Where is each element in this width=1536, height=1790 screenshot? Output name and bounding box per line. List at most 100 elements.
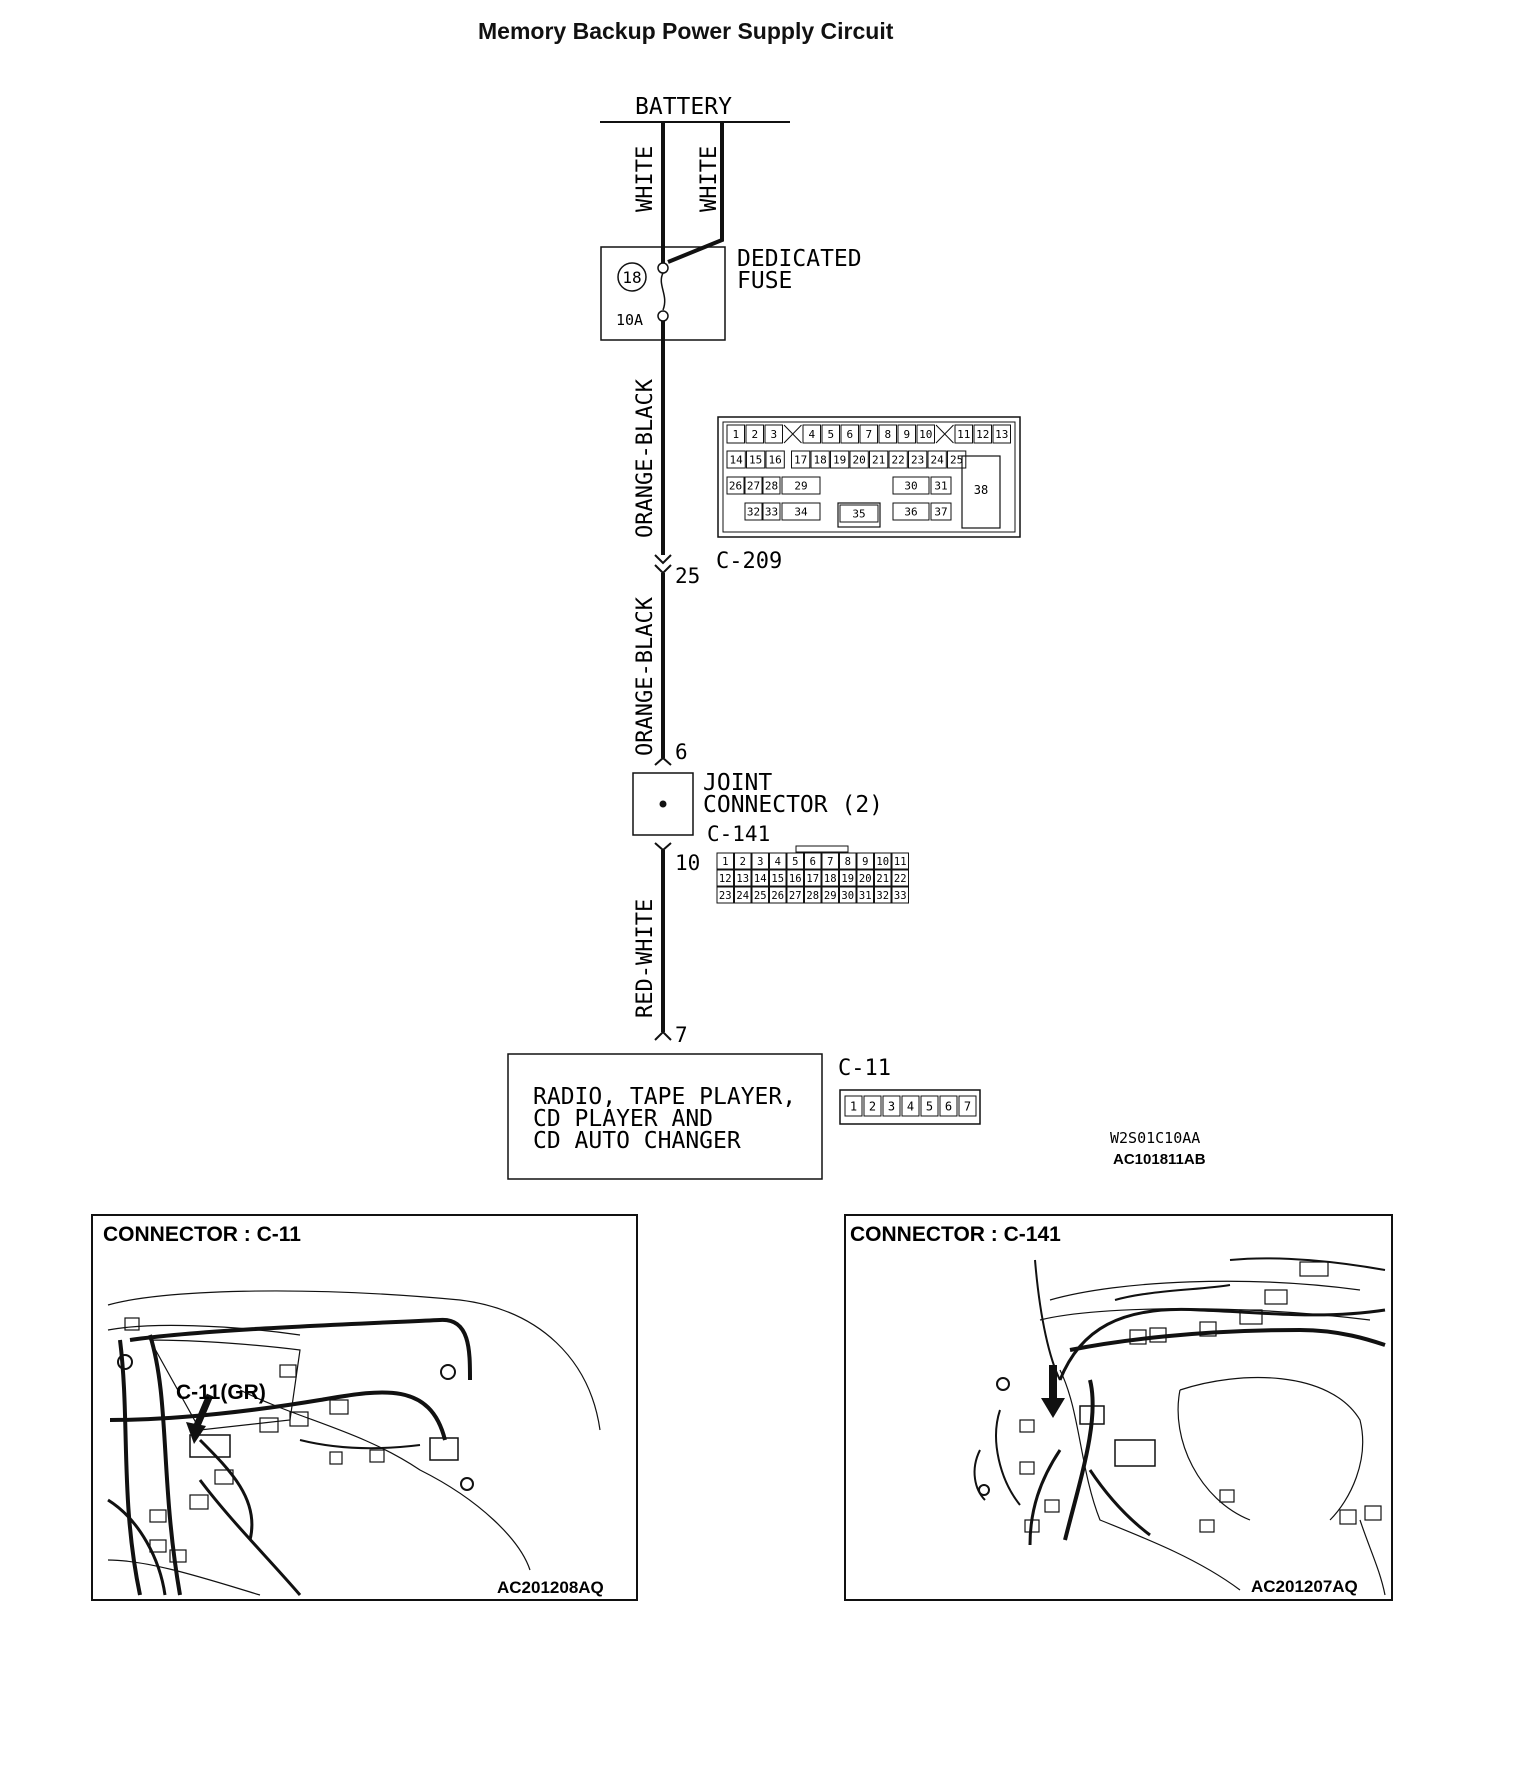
c209-big-pin: 38	[974, 483, 988, 497]
c141-pin-14-box	[751, 869, 769, 887]
joint-pin-out: 10	[675, 851, 700, 875]
c11-name: C-11	[838, 1056, 891, 1081]
c141-pin-19-box	[839, 869, 857, 887]
c141-pin-23-box	[716, 886, 734, 904]
fuse-label-line1: DEDICATED	[737, 246, 862, 272]
joint-node	[659, 800, 667, 808]
c209-pin-37-box	[930, 502, 952, 521]
c209-pin-28: 28	[765, 479, 778, 492]
c11-pin-6: 6	[945, 1099, 952, 1113]
c11-pin-1-box	[844, 1095, 863, 1117]
c209-pin-27-box	[744, 476, 763, 495]
c141-pin-5: 5	[792, 856, 798, 868]
c209-pin-35: 35	[852, 507, 865, 520]
c141-pin-25-box	[751, 886, 769, 904]
c209-pin-27: 27	[747, 479, 760, 492]
panel-c141-title: CONNECTOR : C-141	[850, 1223, 1061, 1246]
c11-callout-arrow	[192, 1393, 214, 1430]
panel-c11-code: AC201208AQ	[497, 1578, 604, 1597]
c141-pin-33-box	[891, 886, 909, 904]
c209-pin-26: 26	[729, 479, 742, 492]
joint-chevron-in	[654, 756, 672, 766]
c209-pin-31-box	[930, 476, 952, 495]
c141-pin-30: 30	[841, 890, 854, 902]
radio-pin: 7	[675, 1023, 688, 1047]
c209-pin-8: 8	[884, 428, 891, 441]
c141-pin-4-box	[769, 852, 787, 870]
page-title: Memory Backup Power Supply Circuit	[478, 18, 894, 44]
c11-pin-4: 4	[907, 1099, 914, 1113]
c209-pin-3: 3	[770, 428, 777, 441]
c141-pin-29-box	[821, 886, 839, 904]
c209-pin-3-box	[764, 424, 783, 444]
radio-line3: CD AUTO CHANGER	[533, 1128, 741, 1154]
joint-chevron-out	[654, 842, 672, 852]
wire-label-orange-black-2: ORANGE-BLACK	[633, 596, 658, 756]
c11-callout-arrowhead	[186, 1422, 206, 1444]
c209-pin-26-box	[726, 476, 745, 495]
dashboard-illustration-c141	[973, 1257, 1386, 1596]
c141-pin-33: 33	[894, 890, 907, 902]
c209-pin-30: 30	[904, 479, 917, 492]
c209-pin-29-box	[781, 476, 821, 495]
c11-pin-5: 5	[926, 1099, 933, 1113]
c141-pin-26: 26	[771, 890, 784, 902]
c141-pin-12: 12	[719, 873, 732, 885]
c141-pin-8-box	[839, 852, 857, 870]
c141-pin-27-box	[786, 886, 804, 904]
joint-label-line2: CONNECTOR (2)	[703, 792, 883, 818]
c209-pin-4-box	[802, 424, 821, 444]
c209-pin-17: 17	[794, 453, 807, 466]
c11-pin-6-box	[939, 1095, 958, 1117]
c141-pin-24-box	[734, 886, 752, 904]
c209-pin-5: 5	[827, 428, 834, 441]
c141-pin-9-box	[856, 852, 874, 870]
c141-pin-8: 8	[845, 856, 851, 868]
radio-box	[507, 1053, 823, 1180]
panel-c141-code: AC201207AQ	[1251, 1577, 1358, 1596]
c209-pin-34: 34	[794, 505, 808, 518]
wire-white-right	[667, 122, 724, 264]
c141-pin-20: 20	[859, 873, 872, 885]
c209-blank-pin	[783, 424, 802, 444]
c209-pin-15-box	[746, 450, 766, 469]
radio-line1: RADIO, TAPE PLAYER,	[533, 1084, 796, 1110]
c141-pin-9: 9	[862, 856, 868, 868]
joint-connector-box	[632, 772, 694, 836]
c209-pin-30-box	[892, 476, 930, 495]
panel-c11-title: CONNECTOR : C-11	[103, 1223, 301, 1246]
c141-pin-7-box	[821, 852, 839, 870]
c209-pin-4: 4	[808, 428, 815, 441]
c141-pin-15-box	[769, 869, 787, 887]
c209-pin-16-box	[765, 450, 785, 469]
c209-pin-5-box	[821, 424, 840, 444]
c209-pin-9: 9	[903, 428, 910, 441]
c209-pin-21: 21	[872, 453, 885, 466]
fuse-rating: 10A	[616, 311, 643, 329]
joint-name: C-141	[707, 822, 770, 846]
c11-pin-2-box	[863, 1095, 882, 1117]
c209-pin-13-box	[992, 424, 1011, 444]
fuse-number-circle	[617, 262, 647, 292]
c209-pin-1-box	[726, 424, 745, 444]
c141-pin-7: 7	[827, 856, 833, 868]
c141-pin-21-box	[874, 869, 892, 887]
c209-pin-9-box	[897, 424, 916, 444]
c209-name: C-209	[716, 549, 782, 574]
c209-pin-15: 15	[749, 453, 762, 466]
radio-chevron	[654, 1030, 672, 1041]
c209-pin-8-box	[878, 424, 897, 444]
c141-pin-14: 14	[754, 873, 767, 885]
c141-pin-26-box	[769, 886, 787, 904]
fuse-label-line2: FUSE	[737, 268, 792, 294]
c141-pin-6: 6	[810, 856, 816, 868]
c209-pin-19: 19	[833, 453, 846, 466]
c209-pin-13: 13	[995, 428, 1008, 441]
panel-c11-frame	[91, 1214, 638, 1601]
c209-pin-22: 22	[892, 453, 905, 466]
c209-pin-37: 37	[934, 505, 947, 518]
c141-pin-2-box	[734, 852, 752, 870]
c141-pin-22-box	[891, 869, 909, 887]
wire-label-white-left: WHITE	[633, 146, 658, 212]
